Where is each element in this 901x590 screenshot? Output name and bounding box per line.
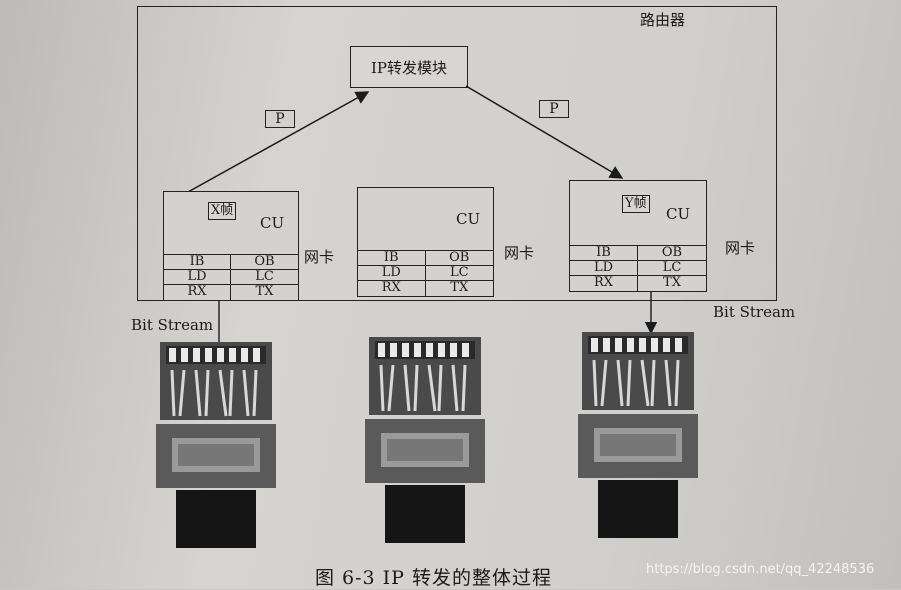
- grid-cell: TX: [450, 280, 469, 295]
- grid-cell: OB: [231, 255, 298, 270]
- rj45-connector-3: [578, 332, 698, 538]
- grid-cell: RX: [570, 276, 638, 291]
- x-frame-box: X帧: [208, 202, 237, 220]
- nic-label-3: 网卡: [725, 239, 756, 257]
- nic-buffer-grid: IB OB LD LC RX TX: [570, 245, 706, 291]
- bit-stream-label-left: Bit Stream: [131, 316, 214, 334]
- rj45-connector-1: [156, 342, 276, 548]
- grid-cell: LC: [231, 270, 298, 285]
- grid-cell: RX: [164, 285, 231, 300]
- ip-forwarding-module: IP转发模块: [350, 46, 468, 88]
- router-boundary: [137, 6, 777, 301]
- figure-caption: 图 6-3 IP 转发的整体过程: [315, 567, 553, 589]
- grid-cell: LD: [358, 266, 426, 281]
- nic-buffer-grid: IB OB LD LC RX TX: [164, 254, 298, 300]
- grid-cell: IB: [358, 251, 426, 266]
- grid-cell: IB: [164, 255, 231, 270]
- packet-box-right: P: [539, 100, 569, 118]
- network-card-1: X帧 CU IB OB LD LC RX TX: [163, 191, 299, 301]
- grid-cell: TX: [663, 275, 681, 290]
- network-card-2: CU IB OB LD LC RX TX: [357, 187, 494, 297]
- grid-cell: IB: [570, 246, 638, 261]
- grid-cell: LC: [638, 261, 706, 276]
- grid-cell: LC: [425, 266, 493, 281]
- grid-cell: TX: [255, 284, 274, 299]
- arrow-card1-to-module: [187, 91, 370, 193]
- module-label: IP转发模块: [370, 58, 448, 77]
- network-card-3: Y帧 CU IB OB LD LC RX TX: [569, 180, 707, 292]
- cu-label: CU: [456, 210, 481, 228]
- grid-cell: LD: [570, 261, 638, 276]
- router-label: 路由器: [640, 11, 686, 29]
- arrow-module-to-card3: [465, 85, 624, 179]
- cu-label: CU: [666, 205, 691, 223]
- grid-cell: RX: [358, 281, 426, 296]
- rj45-connector-2: [365, 337, 485, 543]
- bit-stream-label-right: Bit Stream: [713, 303, 796, 321]
- watermark: https://blog.csdn.net/qq_42248536: [646, 562, 875, 577]
- grid-cell: OB: [638, 246, 706, 261]
- cu-label: CU: [260, 214, 285, 232]
- packet-box-left: P: [265, 110, 295, 128]
- nic-label-1: 网卡: [304, 248, 335, 266]
- grid-cell: LD: [164, 270, 231, 285]
- nic-buffer-grid: IB OB LD LC RX TX: [358, 250, 493, 296]
- grid-cell: OB: [425, 251, 493, 266]
- nic-label-2: 网卡: [504, 244, 535, 262]
- y-frame-box: Y帧: [622, 195, 650, 213]
